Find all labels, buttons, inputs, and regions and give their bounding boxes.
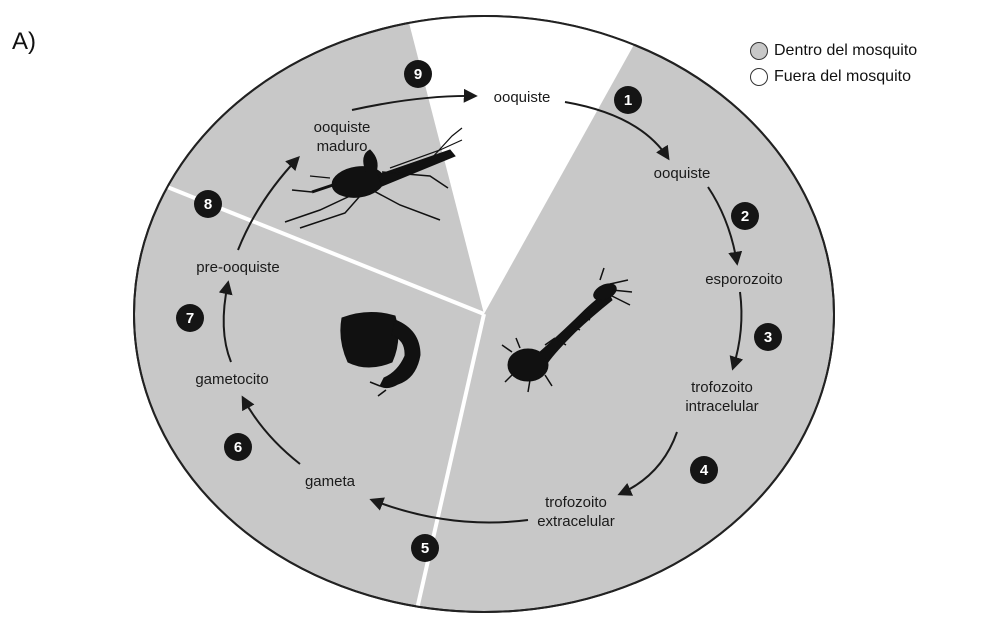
step-number: 2	[741, 208, 749, 225]
step-number: 8	[204, 196, 212, 213]
step-badge-9: 9	[404, 60, 432, 88]
step-number: 1	[624, 92, 632, 109]
step-badge-2: 2	[731, 202, 759, 230]
legend: Dentro del mosquito Fuera del mosquito	[750, 38, 917, 90]
legend-item-outside: Fuera del mosquito	[750, 64, 917, 90]
legend-swatch-outside	[750, 68, 768, 86]
step-number: 5	[421, 540, 429, 557]
stage-label-line: intracelular	[685, 398, 758, 415]
stage-label-line: extracelular	[537, 513, 615, 530]
step-badge-5: 5	[411, 534, 439, 562]
step-badge-1: 1	[614, 86, 642, 114]
stage-label-line: trofozoito	[691, 379, 753, 396]
step-badge-3: 3	[754, 323, 782, 351]
stage-label-line: ooquiste	[654, 165, 711, 182]
panel-label: A)	[12, 28, 36, 56]
stage-label-line: gametocito	[195, 371, 268, 388]
stage-label-line: maduro	[317, 138, 368, 155]
stage-label-2: ooquiste	[654, 165, 711, 182]
step-number: 4	[700, 462, 709, 479]
stage-label-line: trofozoito	[545, 494, 607, 511]
step-badge-4: 4	[690, 456, 718, 484]
stage-label-line: pre-ooquiste	[196, 259, 279, 276]
step-number: 7	[186, 310, 194, 327]
legend-swatch-inside	[750, 42, 768, 60]
legend-label-outside: Fuera del mosquito	[774, 68, 911, 86]
step-number: 3	[764, 329, 772, 346]
stage-label-line: ooquiste	[494, 89, 551, 106]
step-badge-6: 6	[224, 433, 252, 461]
stage-label-line: esporozoito	[705, 271, 783, 288]
step-badge-8: 8	[194, 190, 222, 218]
stage-label-7: gametocito	[195, 371, 268, 388]
stage-label-8: pre-ooquiste	[196, 259, 279, 276]
legend-item-inside: Dentro del mosquito	[750, 38, 917, 64]
stage-label-1: ooquiste	[494, 89, 551, 106]
step-number: 6	[234, 439, 242, 456]
legend-label-inside: Dentro del mosquito	[774, 42, 917, 60]
stage-label-6: gameta	[305, 473, 356, 490]
step-number: 9	[414, 66, 422, 83]
stage-label-3: esporozoito	[705, 271, 783, 288]
step-badge-7: 7	[176, 304, 204, 332]
stage-label-line: ooquiste	[314, 119, 371, 136]
stage-label-line: gameta	[305, 473, 356, 490]
